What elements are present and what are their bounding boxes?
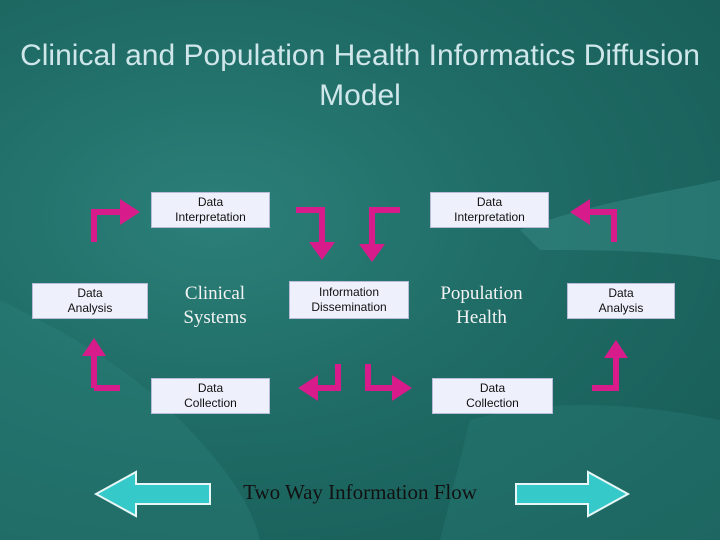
two-way-flow-label: Two Way Information Flow bbox=[200, 480, 520, 505]
right-arrow-icon bbox=[516, 472, 628, 516]
left-arrow-icon bbox=[96, 472, 210, 516]
